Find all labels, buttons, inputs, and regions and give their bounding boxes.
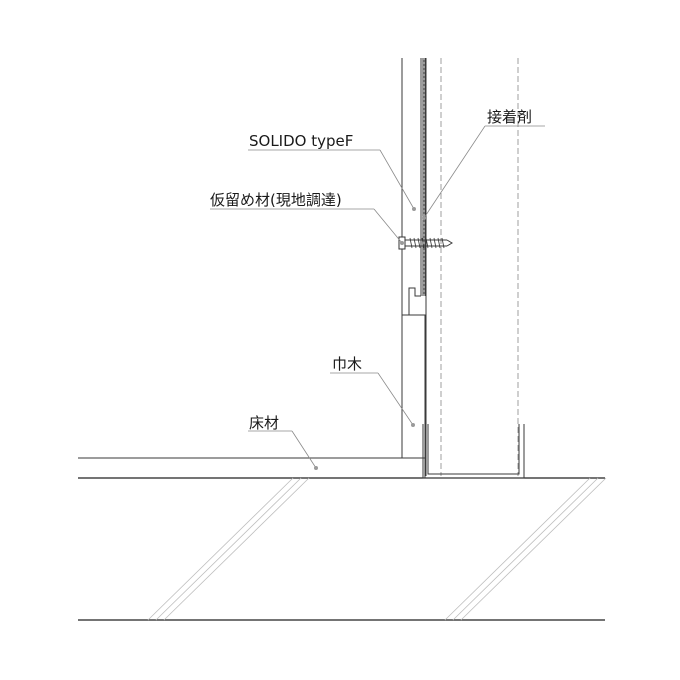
label-adhesive: 接着剤 <box>487 108 532 126</box>
leader-baseboard <box>330 372 415 427</box>
baseboard-block <box>401 314 426 459</box>
leader-panel <box>248 149 416 211</box>
bottom-runner <box>422 424 525 479</box>
leader-temp-fastener <box>210 208 404 245</box>
substrate-wall <box>425 58 519 476</box>
label-temporary-fastener: 仮留め材(現地調達) <box>210 191 342 209</box>
label-flooring: 床材 <box>249 414 279 432</box>
leader-adhesive <box>422 125 545 220</box>
label-solido-panel: SOLIDO typeF <box>249 132 353 150</box>
label-baseboard: 巾木 <box>332 355 362 373</box>
slab-hatch <box>147 477 607 621</box>
solido-panel <box>401 58 422 315</box>
flooring-layer <box>78 457 426 478</box>
adhesive-layer <box>422 58 426 296</box>
leader-flooring <box>248 430 318 470</box>
